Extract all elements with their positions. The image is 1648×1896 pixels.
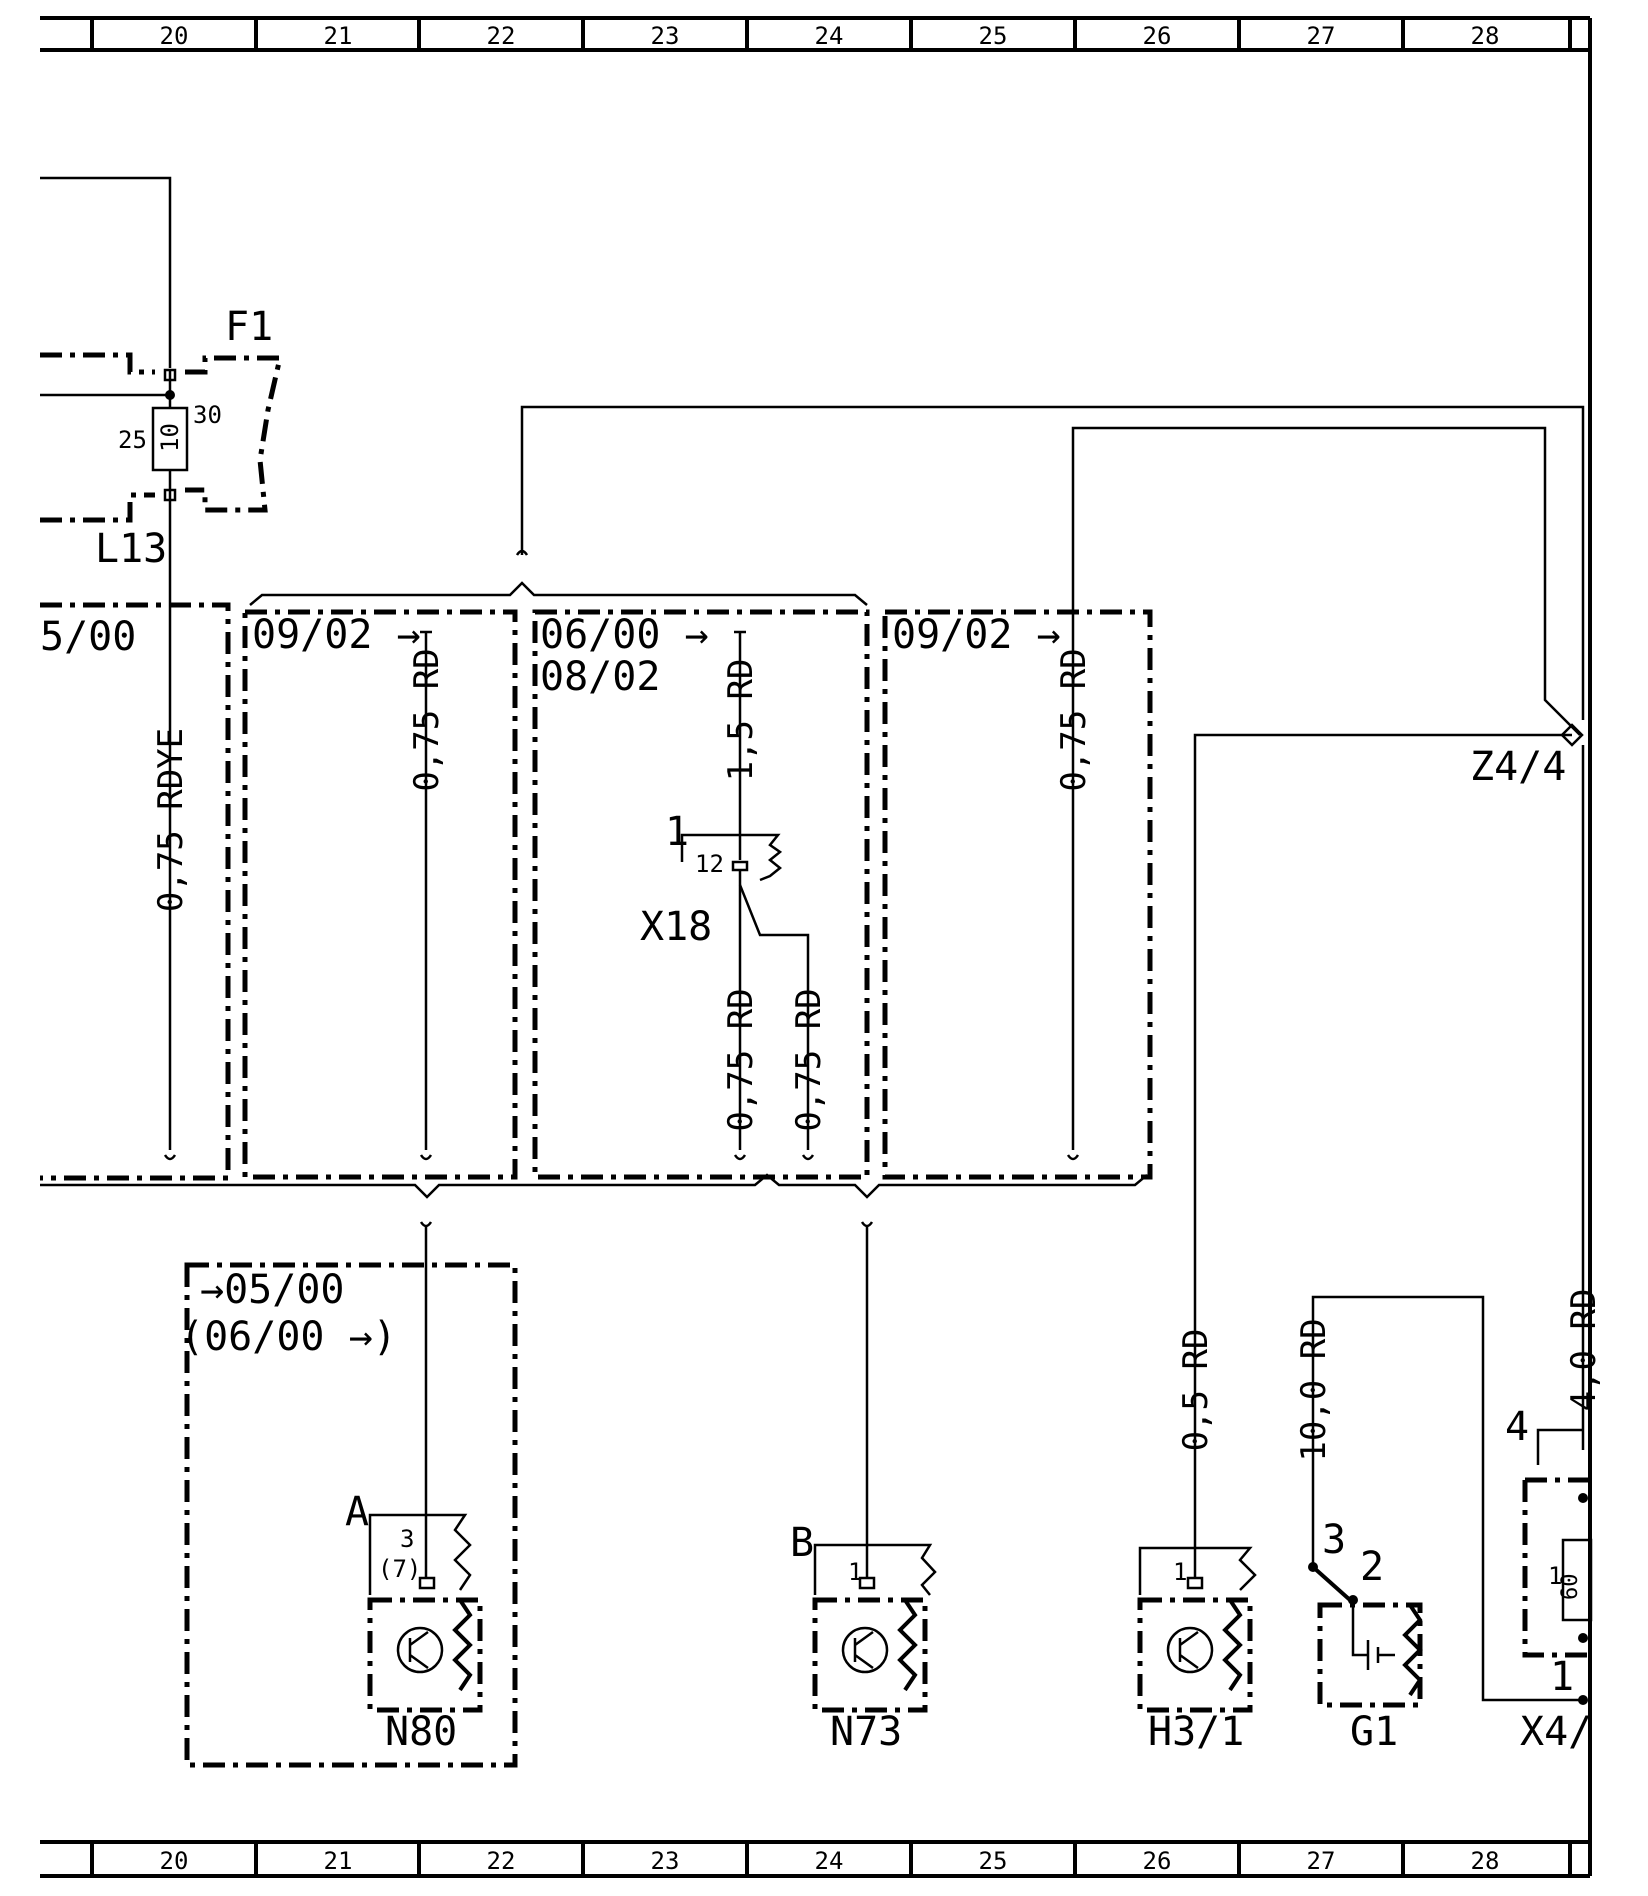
x4-pin-mid: 1 bbox=[1548, 1562, 1562, 1590]
wire-label-g2-a: 0,75 RD bbox=[721, 988, 761, 1131]
ruler-bottom: 20 21 22 23 24 25 26 27 28 bbox=[40, 1840, 1590, 1878]
ruler-bottom-col-23: 23 bbox=[651, 1847, 680, 1875]
top-routing bbox=[249, 405, 1585, 736]
ruler-top-col-25: 25 bbox=[979, 22, 1008, 50]
g1-label: G1 bbox=[1350, 1709, 1398, 1755]
x18-pin-1: 1 bbox=[665, 809, 689, 855]
wire-label-h31: 0,5 RD bbox=[1176, 1329, 1216, 1452]
wire-label-x4: 4,0 RD bbox=[1564, 1289, 1604, 1412]
ruler-top: 20 21 22 23 24 25 26 27 28 bbox=[40, 16, 1590, 52]
ruler-bottom-col-25: 25 bbox=[979, 1847, 1008, 1875]
g1-pin-2: 2 bbox=[1360, 1544, 1384, 1590]
ruler-bottom-col-21: 21 bbox=[324, 1847, 353, 1875]
ruler-bottom-col-24: 24 bbox=[815, 1847, 844, 1875]
x4-pin-bot: 1 bbox=[1550, 1654, 1574, 1700]
wire-label-g2-top: 1,5 RD bbox=[721, 659, 761, 782]
location-l13: L13 bbox=[95, 526, 167, 572]
n73-label: N73 bbox=[830, 1709, 902, 1755]
date-code-left: 5/00 bbox=[40, 614, 136, 660]
ruler-top-col-21: 21 bbox=[324, 22, 353, 50]
h31-pin: 1 bbox=[1173, 1558, 1187, 1586]
ruler-bottom-col-26: 26 bbox=[1143, 1847, 1172, 1875]
x4-fuse-rating: 60 bbox=[1558, 1574, 1583, 1601]
n73-connector-label: B bbox=[790, 1520, 814, 1566]
date-code-group2-a: 06/00 → bbox=[540, 612, 709, 658]
ruler-top-col-20: 20 bbox=[160, 22, 189, 50]
component-n73: B 1 N73 bbox=[790, 1225, 937, 1755]
ruler-top-col-24: 24 bbox=[815, 22, 844, 50]
fuse-pin-30: 30 bbox=[193, 401, 222, 429]
ruler-top-col-22: 22 bbox=[487, 22, 516, 50]
x18-pin-12: 12 bbox=[695, 850, 724, 878]
component-h31: 0,5 RD 1 H3/1 bbox=[1137, 1270, 1257, 1755]
fuse-f1: F1 30 25 10 L13 bbox=[40, 176, 284, 690]
ruler-top-col-26: 26 bbox=[1143, 22, 1172, 50]
box-group-2: 06/00 → 08/02 1,5 RD 1 12 X18 0,75 RD 0,… bbox=[532, 609, 870, 1180]
n80-pin: 3 bbox=[400, 1525, 414, 1553]
wire-label-g1: 0,75 RD bbox=[407, 648, 447, 791]
ruler-top-col-28: 28 bbox=[1471, 22, 1500, 50]
date-code-group1: 09/02 → bbox=[252, 612, 421, 658]
box-group-1: 09/02 → 0,75 RD bbox=[242, 609, 518, 1180]
z44-diamond-icon bbox=[1560, 723, 1584, 747]
ruler-bottom-col-27: 27 bbox=[1307, 1847, 1336, 1875]
n73-transistor-icon bbox=[841, 1626, 889, 1674]
ruler-top-col-27: 27 bbox=[1307, 22, 1336, 50]
component-n80: →05/00 (06/00 →) A 3 (7) N80 bbox=[180, 1225, 518, 1768]
box-group-3: 09/02 → 0,75 RD bbox=[882, 602, 1153, 1180]
n80-connector-label: A bbox=[345, 1489, 369, 1535]
n80-transistor-icon bbox=[396, 1626, 444, 1674]
z44-label: Z4/4 bbox=[1470, 744, 1566, 790]
ruler-bottom-col-28: 28 bbox=[1471, 1847, 1500, 1875]
x4-label: X4/ bbox=[1520, 1709, 1592, 1755]
n80-date-code-a: →05/00 bbox=[200, 1267, 345, 1313]
ruler-bottom-col-22: 22 bbox=[487, 1847, 516, 1875]
date-code-group2-b: 08/02 bbox=[540, 654, 660, 700]
box-left-partial: 5/00 0,75 RDYE bbox=[40, 602, 231, 1181]
h31-label: H3/1 bbox=[1148, 1709, 1244, 1755]
wire-label-g1-batt: 10,0 RD bbox=[1294, 1318, 1334, 1461]
fuse-label: F1 bbox=[225, 304, 273, 350]
wire-label-g2-b: 0,75 RD bbox=[789, 988, 829, 1131]
x18-label: X18 bbox=[640, 904, 712, 950]
ruler-top-col-23: 23 bbox=[651, 22, 680, 50]
date-code-group3: 09/02 → bbox=[892, 612, 1061, 658]
lower-brace bbox=[40, 1173, 1148, 1228]
g1-pin-3: 3 bbox=[1322, 1517, 1346, 1563]
wire-label-g3: 0,75 RD bbox=[1054, 648, 1094, 791]
ruler-bottom-col-20: 20 bbox=[160, 1847, 189, 1875]
n80-pin-alt: (7) bbox=[378, 1555, 421, 1583]
wire-label-f1: 0,75 RDYE bbox=[151, 728, 191, 912]
component-g1: 10,0 RD 3 2 G1 bbox=[1294, 1295, 1583, 1755]
component-x4: 4,0 RD 4 1 60 1 X4/ bbox=[1505, 1289, 1604, 1755]
connector-z44: Z4/4 bbox=[1193, 723, 1585, 1450]
fuse-pin-25: 25 bbox=[118, 426, 147, 454]
fuse-rating: 10 bbox=[156, 423, 184, 452]
h31-transistor-icon bbox=[1166, 1626, 1214, 1674]
n80-label: N80 bbox=[385, 1709, 457, 1755]
x4-pin-4: 4 bbox=[1505, 1404, 1529, 1450]
g1-battery-icon bbox=[1351, 1600, 1395, 1670]
n80-date-code-b: (06/00 →) bbox=[180, 1314, 397, 1360]
